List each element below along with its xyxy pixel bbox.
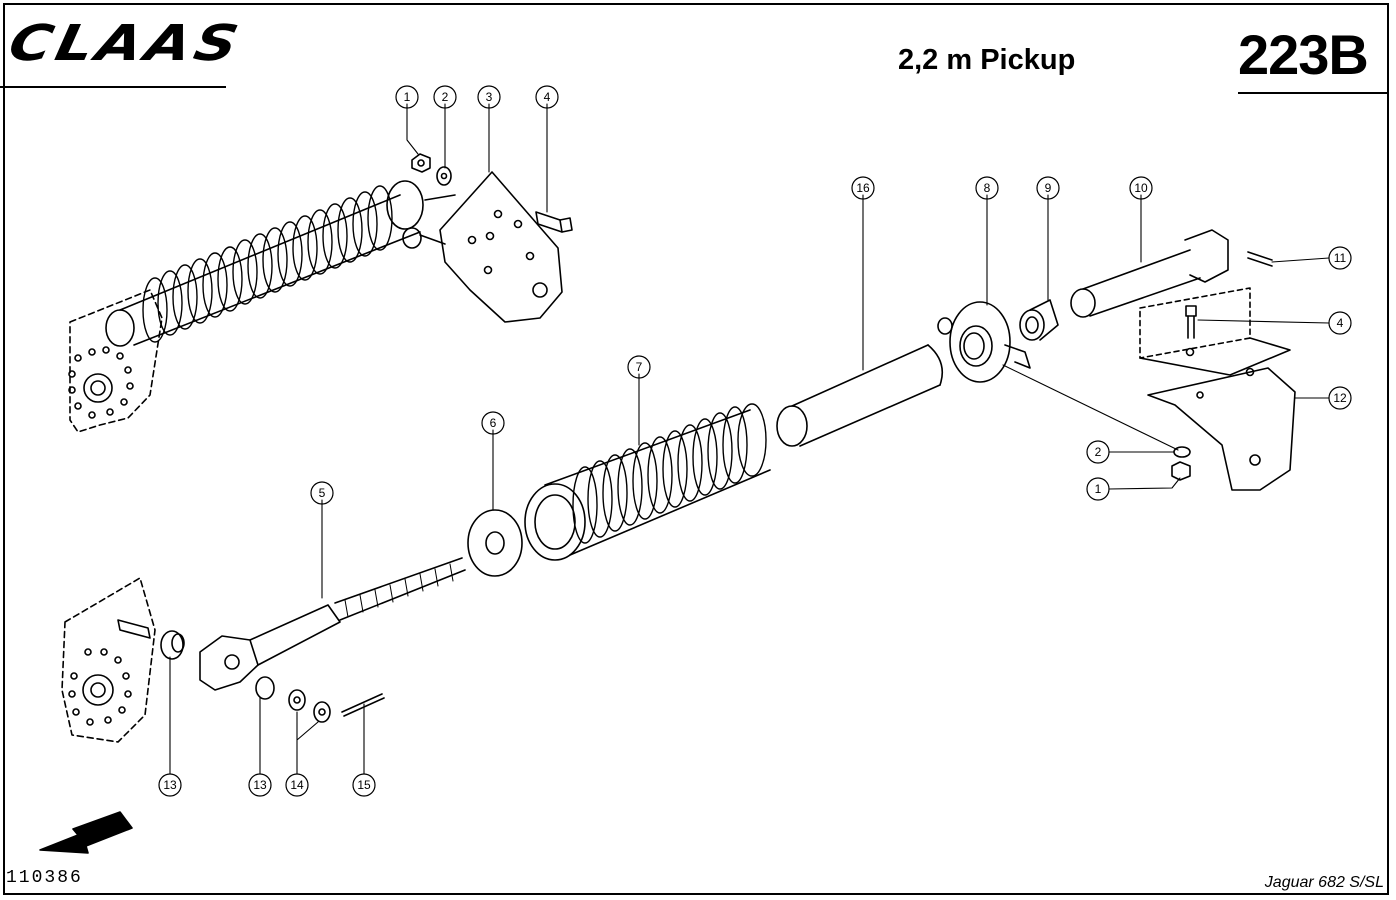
logo-underline bbox=[0, 86, 226, 88]
callout-12[interactable] bbox=[1328, 386, 1352, 410]
spring-washer-6 bbox=[467, 509, 523, 577]
callout-5[interactable] bbox=[310, 481, 334, 505]
bushing-9 bbox=[1019, 299, 1059, 341]
page-number-underline bbox=[1238, 92, 1388, 94]
spring-assembly-upper bbox=[105, 180, 456, 347]
callout-9[interactable] bbox=[1036, 176, 1060, 200]
bolt-upper bbox=[535, 211, 573, 233]
callout-5-label: 5 bbox=[319, 486, 326, 500]
angle-bracket-12 bbox=[1147, 367, 1296, 491]
cotter-pin bbox=[341, 693, 385, 717]
callout-2a-label: 2 bbox=[442, 90, 449, 104]
nut-1b bbox=[1171, 461, 1191, 481]
bushing-13b bbox=[255, 676, 275, 700]
callout-8[interactable] bbox=[975, 176, 999, 200]
callout-16-label: 16 bbox=[856, 181, 870, 195]
machine-model: Jaguar 682 S/SL bbox=[1264, 874, 1384, 891]
direction-arrow-icon bbox=[39, 811, 133, 854]
callout-13b-label: 13 bbox=[253, 778, 267, 792]
callout-14[interactable] bbox=[285, 773, 309, 797]
callouts: 1 2 3 4 16 8 9 10 11 4 12 2 1 7 6 5 13 1… bbox=[158, 85, 1352, 797]
roll-pin-11 bbox=[1247, 251, 1273, 267]
callout-4a-label: 4 bbox=[544, 90, 551, 104]
angle-bracket-top bbox=[1139, 287, 1291, 377]
callout-4a[interactable] bbox=[535, 85, 559, 109]
washer-upper bbox=[436, 166, 452, 186]
callout-7-label: 7 bbox=[636, 360, 643, 374]
washer-2b bbox=[1173, 446, 1191, 458]
callout-3-label: 3 bbox=[486, 90, 493, 104]
callout-15-label: 15 bbox=[357, 778, 371, 792]
frame-plate-lower bbox=[61, 577, 156, 743]
drawing-frame bbox=[3, 3, 1389, 895]
callout-2b[interactable] bbox=[1086, 440, 1110, 464]
callout-4b-label: 4 bbox=[1337, 316, 1344, 330]
callout-10[interactable] bbox=[1129, 176, 1153, 200]
callout-7[interactable] bbox=[627, 355, 651, 379]
callout-13b[interactable] bbox=[248, 773, 272, 797]
callout-9-label: 9 bbox=[1045, 181, 1052, 195]
bolt-4b bbox=[1185, 305, 1197, 339]
tension-rod bbox=[199, 557, 466, 691]
callout-2b-label: 2 bbox=[1095, 445, 1102, 459]
callout-1a[interactable] bbox=[395, 85, 419, 109]
pin-lower bbox=[117, 619, 151, 639]
callout-14-label: 14 bbox=[290, 778, 304, 792]
callout-1a-label: 1 bbox=[404, 90, 411, 104]
washers-14 bbox=[288, 689, 331, 723]
callout-8-label: 8 bbox=[984, 181, 991, 195]
callout-2a[interactable] bbox=[433, 85, 457, 109]
callout-3[interactable] bbox=[477, 85, 501, 109]
callout-16[interactable] bbox=[851, 176, 875, 200]
compression-spring-7 bbox=[524, 403, 771, 561]
page-number: 223B bbox=[1238, 23, 1369, 86]
callout-13a[interactable] bbox=[158, 773, 182, 797]
mounting-bracket-upper bbox=[439, 171, 563, 323]
callout-6[interactable] bbox=[481, 411, 505, 435]
callout-11-label: 11 bbox=[1334, 251, 1347, 265]
callout-1b[interactable] bbox=[1086, 477, 1110, 501]
callout-11[interactable] bbox=[1328, 246, 1352, 270]
callout-4b[interactable] bbox=[1328, 311, 1352, 335]
drawing-number: 110386 bbox=[6, 868, 83, 888]
tube-16 bbox=[776, 344, 944, 447]
callout-15[interactable] bbox=[352, 773, 376, 797]
bushing-13a bbox=[160, 630, 185, 660]
callout-6-label: 6 bbox=[490, 416, 497, 430]
callout-1b-label: 1 bbox=[1095, 482, 1102, 496]
frame-plate-upper bbox=[68, 289, 163, 433]
pin-10 bbox=[1070, 229, 1229, 318]
nut-upper bbox=[411, 153, 431, 173]
eye-bearing-8 bbox=[937, 301, 1031, 383]
callout-10-label: 10 bbox=[1134, 181, 1148, 195]
callout-12-label: 12 bbox=[1333, 391, 1347, 405]
callout-13a-label: 13 bbox=[163, 778, 177, 792]
leader-lines bbox=[169, 103, 1330, 775]
page-title: 2,2 m Pickup bbox=[898, 44, 1076, 76]
